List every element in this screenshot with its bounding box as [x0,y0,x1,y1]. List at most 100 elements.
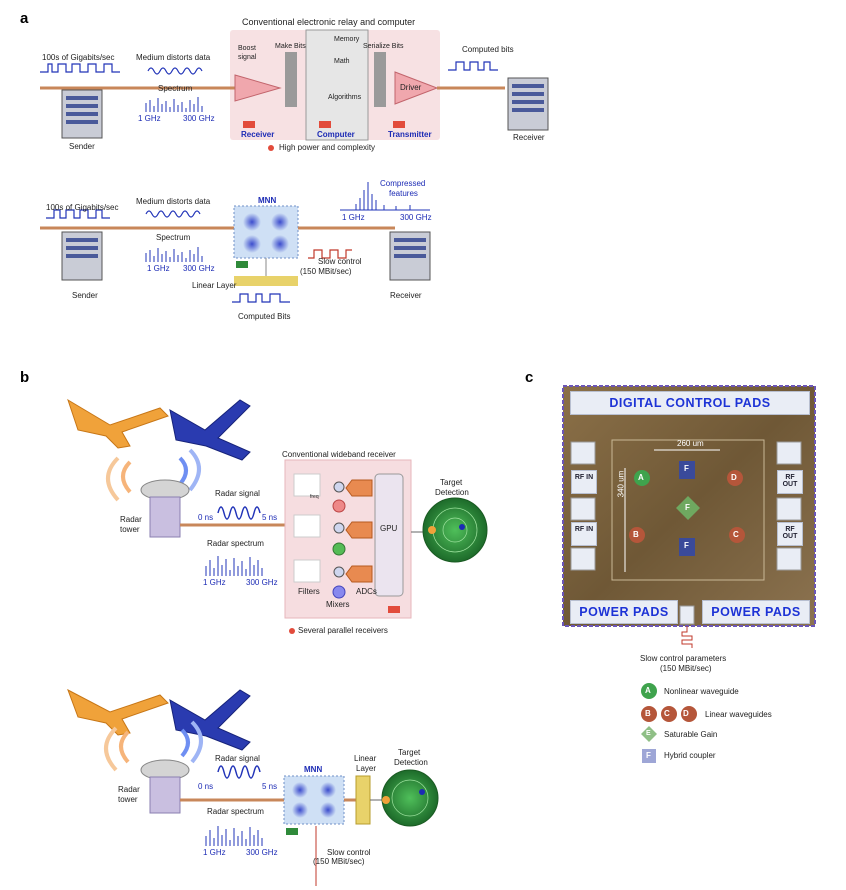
marker-c: C [733,530,739,539]
serialize-bits-label: Serialize Bits [363,43,404,50]
marker-a: A [638,473,644,482]
linear-layer-label: Linear Layer [192,281,237,290]
slow-control-label-1: Slow control [318,257,362,266]
high-power-note: High power and complexity [279,143,376,152]
radar-tower-label-1: Radar [120,515,142,524]
spectrum-label-b: Spectrum [156,233,191,242]
target-detection-label-1: Target [440,478,463,487]
transmitter-block-label: Transmitter [388,130,432,139]
power-pads-left-label: POWER PADS [579,605,669,619]
computer-box [305,29,369,141]
panel-label-c: c [525,369,534,386]
digital-control-pads-label: DIGITAL CONTROL PADS [609,396,771,410]
marker-f1: F [684,464,689,473]
radar-signal-label: Radar signal [215,489,260,498]
rf-out-pad-2: RF OUT [777,522,803,546]
t0-label: 0 ns [198,513,214,522]
legend-text-bcd: Linear waveguides [705,710,772,719]
marker-e: F [685,503,690,512]
radar-signal-label-b: Radar signal [215,754,260,763]
radar-spectrum-label-b: Radar spectrum [207,807,264,816]
mnn-label-b: MNN [304,765,323,774]
power-pads-right-label: POWER PADS [711,605,801,619]
panel-label-a: a [20,10,29,27]
cfreq-300ghz: 300 GHz [400,213,432,222]
medium-label-b: Medium distorts data [136,197,211,206]
legend-markers-bcd: B C D [645,709,689,718]
math-label: Math [334,58,350,65]
sender-label: Sender [69,142,95,151]
adcs-label: ADCs [356,587,377,596]
freq-300ghz-b: 300 GHz [183,264,215,273]
target-detection-label-b-1: Target [398,748,421,757]
rate-label: 100s of Gigabits/sec [42,53,115,62]
memory-label: Memory [334,36,360,43]
radar-freq-1-b: 1 GHz [203,848,226,857]
compressed-label-1: Compressed [380,179,426,188]
mnn-box [233,205,299,259]
legend-text-a: Nonlinear waveguide [664,687,739,696]
spectrum-label: Spectrum [158,84,193,93]
gpu-label: GPU [380,524,398,533]
rf-in-label-1: RF IN [574,474,594,481]
marker-f2: F [684,541,689,550]
compressed-label-2: features [389,189,418,198]
legend-marker-e: E [646,730,651,737]
marker-b: B [633,530,639,539]
conv-receiver-title: Conventional wideband receiver [282,450,396,459]
dim-vertical: 340 um [616,470,626,498]
radar-freq-1: 1 GHz [203,578,226,587]
linear-layer-label-b-2: Layer [356,764,377,773]
cfreq-1ghz: 1 GHz [342,213,365,222]
digital-control-pads: DIGITAL CONTROL PADS [570,391,810,415]
rate-label-b: 100s of Gigabits/sec [46,203,119,212]
target-detection-label-2: Detection [435,488,469,497]
filters-label: Filters [298,587,320,596]
power-pads-right: POWER PADS [702,600,810,624]
rf-in-pad-1: RF IN [571,470,597,494]
driver-label: Driver [400,83,422,92]
computed-bits-label-b: Computed Bits [238,312,291,321]
receiver-label: Receiver [513,133,545,142]
linear-layer-label-b-1: Linear [354,754,377,763]
mnn-label: MNN [258,196,277,205]
medium-label: Medium distorts data [136,53,211,62]
slow-control-label-b-1: Slow control [327,848,371,857]
receiver-block-label: Receiver [241,130,275,139]
make-bits-label: Make Bits [275,43,306,50]
radar-spectrum-label: Radar spectrum [207,539,264,548]
legend-marker-a: A [645,686,651,695]
radar-tower-label-2: tower [120,525,140,534]
mixers-label: Mixers [326,600,350,609]
freq-label: freq [310,494,319,500]
freq-300ghz: 300 GHz [183,114,215,123]
radar-freq-2-b: 300 GHz [246,848,278,857]
power-pads-left: POWER PADS [570,600,678,624]
t5-label-b: 5 ns [262,782,278,791]
slow-control-params-1: Slow control parameters [640,654,727,663]
slow-control-params-2: (150 MBit/sec) [660,664,712,673]
parallel-receivers-note: Several parallel receivers [298,626,388,635]
computed-bits-label: Computed bits [462,45,514,54]
slow-control-label-2: (150 MBit/sec) [300,267,352,276]
legend-text-e: Saturable Gain [664,730,718,739]
boost-label-2: signal [238,54,257,61]
radar-tower-label-b-2: tower [118,795,138,804]
rf-in-label-2: RF IN [574,526,594,533]
legend-text-f: Hybrid coupler [664,751,716,760]
slow-control-label-b-2: (150 MBit/sec) [313,857,365,866]
conventional-relay-title: Conventional electronic relay and comput… [242,17,416,27]
mnn-box-b [283,775,345,825]
rf-out-label-2: RF OUT [782,526,798,540]
sender-label-b: Sender [72,291,98,300]
rf-in-pad-2: RF IN [571,522,597,546]
freq-1ghz-b: 1 GHz [147,264,170,273]
t0-label-b: 0 ns [198,782,214,791]
target-detection-label-b-2: Detection [394,758,428,767]
radar-freq-2: 300 GHz [246,578,278,587]
boost-label-1: Boost [238,45,256,52]
t5-label: 5 ns [262,513,278,522]
marker-d: D [731,473,737,482]
algorithms-label: Algorithms [328,94,362,101]
